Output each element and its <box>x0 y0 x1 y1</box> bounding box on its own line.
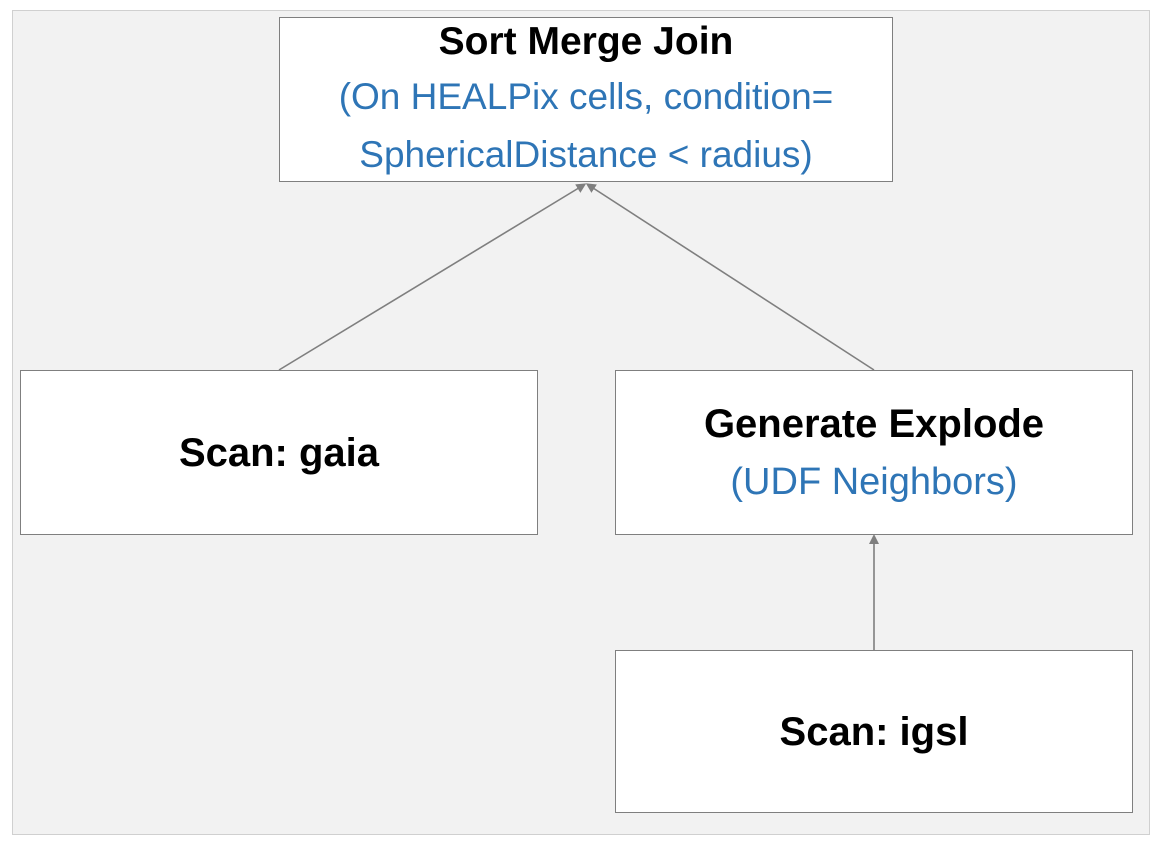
generate-explode-node: Generate Explode (UDF Neighbors) <box>615 370 1133 535</box>
node-title: Generate Explode <box>703 401 1045 446</box>
node-title: Scan: gaia <box>178 430 380 475</box>
node-subtitle-line1: (On HEALPix cells, condition= <box>338 75 834 117</box>
sort-merge-join-node: Sort Merge Join (On HEALPix cells, condi… <box>279 17 893 182</box>
node-subtitle-line2: SphericalDistance < radius) <box>359 133 813 175</box>
node-subtitle: (UDF Neighbors) <box>730 460 1018 503</box>
scan-gaia-node: Scan: gaia <box>20 370 538 535</box>
node-title: Scan: igsl <box>779 709 969 754</box>
node-title: Sort Merge Join <box>438 19 734 63</box>
scan-igsl-node: Scan: igsl <box>615 650 1133 813</box>
